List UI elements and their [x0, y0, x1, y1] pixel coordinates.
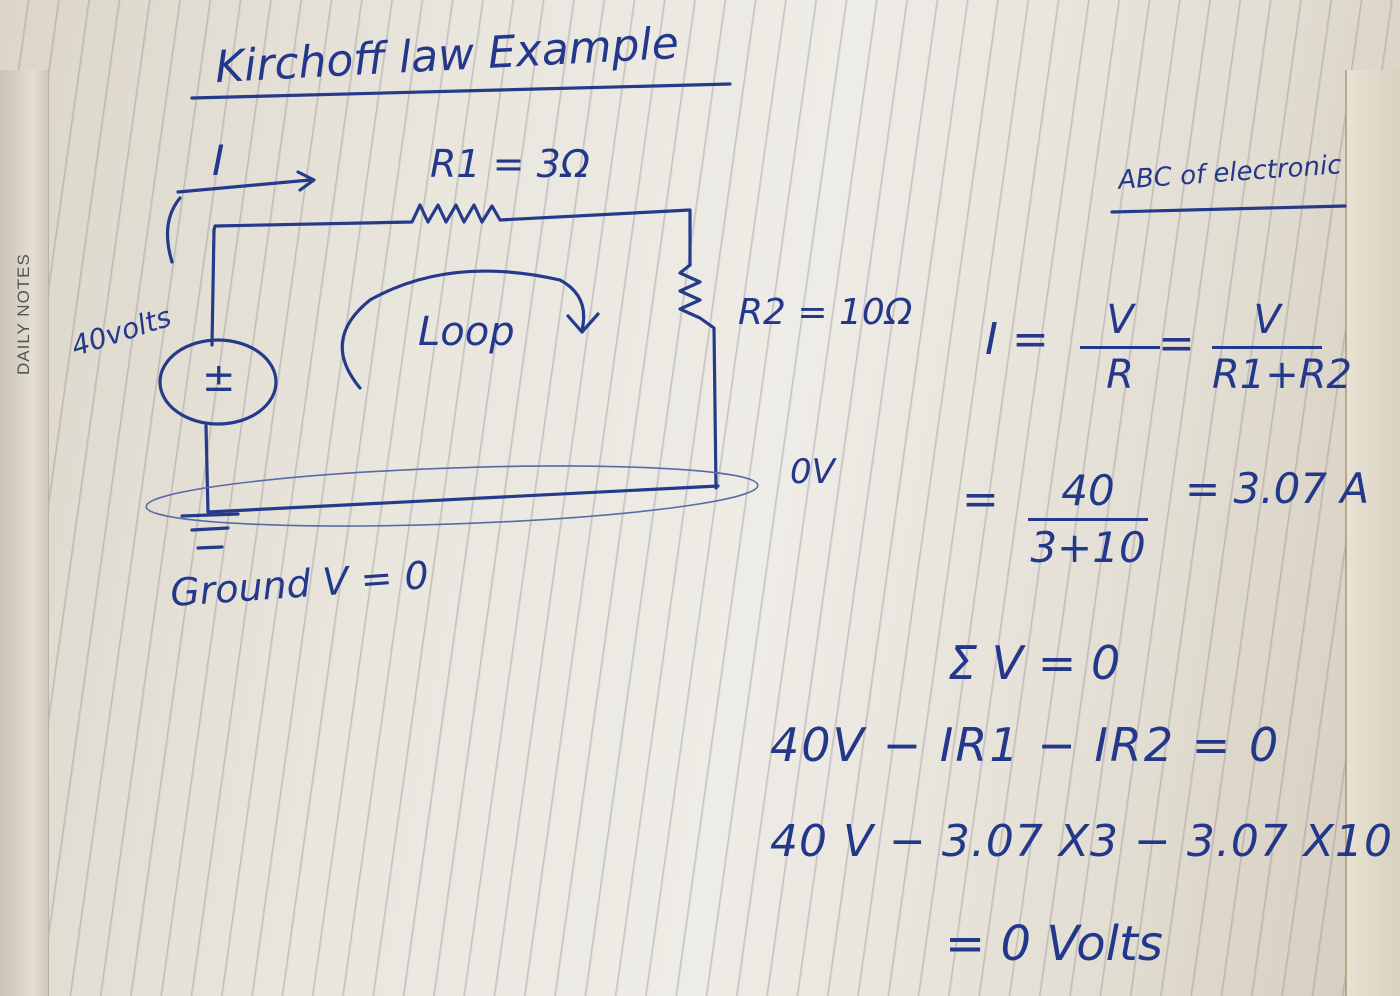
equals-sign: =	[962, 474, 999, 525]
right-wire	[678, 263, 718, 490]
bottom-wire	[206, 484, 720, 514]
notebook-binding: DAILY NOTES	[0, 70, 49, 996]
voltage-source	[158, 338, 278, 426]
fraction-bar	[1080, 346, 1160, 349]
fraction-numerator: V	[1253, 297, 1281, 343]
loop-arrow	[340, 269, 600, 390]
loop-label: Loop	[418, 309, 515, 355]
title-underline	[190, 82, 732, 100]
top-wire	[212, 203, 692, 267]
source-polarity-symbol: ±	[202, 355, 236, 401]
current-arc	[165, 196, 182, 264]
fraction-v-over-r1-r2: V R1+R2	[1212, 297, 1352, 398]
r1-label: R1 = 3Ω	[430, 142, 590, 186]
current-label: I	[212, 136, 225, 185]
zero-volt-label: 0V	[790, 452, 835, 492]
fraction-denominator: R1+R2	[1212, 352, 1352, 398]
fraction-denominator: 3+10	[1030, 523, 1146, 572]
kvl-expanded: 40V − IR1 − IR2 = 0	[770, 718, 1281, 772]
fraction-v-over-r: V R	[1080, 300, 1160, 395]
ohm-lhs: I =	[985, 314, 1049, 365]
equals-sign: =	[1158, 318, 1195, 369]
current-result: = 3.07 A	[1185, 464, 1370, 513]
fraction-denominator: R	[1106, 352, 1134, 398]
kvl-equation: Σ V = 0	[948, 636, 1121, 690]
ground-loop-highlight	[145, 465, 759, 527]
fraction-bar	[1028, 518, 1148, 521]
ground-symbol	[180, 512, 240, 550]
fraction-bar	[1212, 346, 1322, 349]
fraction-numerator: V	[1106, 297, 1134, 343]
page-edge	[1345, 70, 1400, 996]
r2-label: R2 = 10Ω	[738, 292, 913, 333]
left-wire-top	[210, 228, 216, 347]
final-result: = 0 Volts	[945, 916, 1163, 972]
kvl-substitution: 40 V − 3.07 X3 − 3.07 X10	[770, 816, 1393, 867]
source-note-underline	[1110, 204, 1347, 214]
fraction-numerator: 40	[1061, 466, 1115, 515]
fraction-40-over-13: 40 3+10	[1028, 470, 1148, 569]
left-wire-bottom	[204, 424, 210, 514]
current-arrow	[176, 170, 316, 194]
